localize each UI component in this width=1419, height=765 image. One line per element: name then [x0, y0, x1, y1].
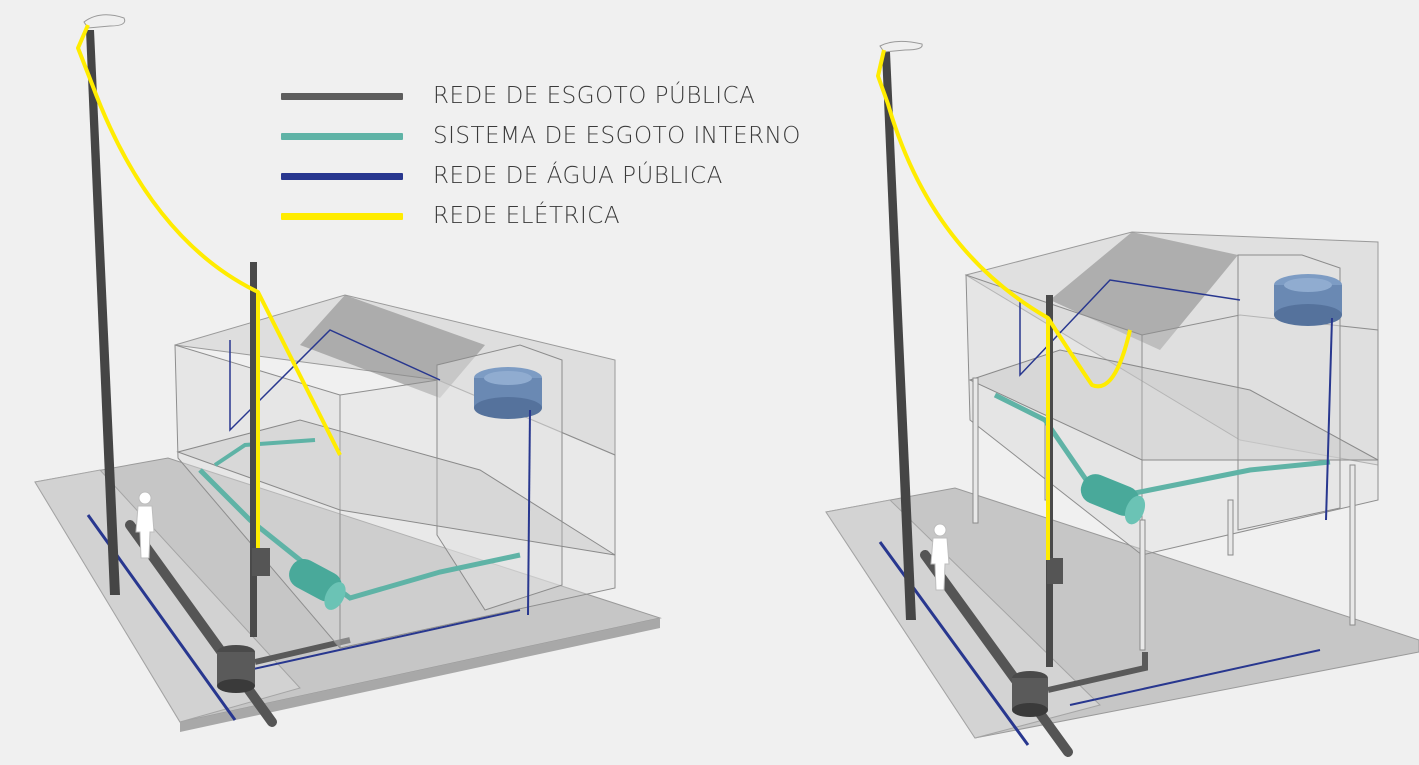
left-small-pole — [250, 262, 257, 637]
left-meter-box — [252, 548, 270, 576]
left-floor-slab — [176, 419, 616, 556]
legend-item-public-sewer: REDE DE ESGOTO PÚBLICA — [281, 76, 861, 116]
right-pedestrian — [930, 523, 950, 591]
left-sewer-connection — [254, 637, 351, 665]
right-water-tank — [1274, 274, 1342, 326]
legend: REDE DE ESGOTO PÚBLICA SISTEMA DE ESGOTO… — [281, 76, 861, 236]
left-ground-slab-edge — [180, 618, 660, 732]
right-street-lamp — [879, 40, 923, 53]
right-tank-downpipe — [1325, 317, 1333, 521]
legend-label-public-sewer: REDE DE ESGOTO PÚBLICA — [433, 83, 756, 109]
left-internal-water — [229, 329, 441, 432]
right-internal-water — [1019, 279, 1241, 377]
left-street-light-pole — [86, 30, 120, 595]
left-street-lamp — [83, 14, 126, 29]
left-scene — [34, 14, 662, 732]
left-water-tank — [474, 367, 542, 419]
sewer-internal-line-swatch — [281, 132, 403, 140]
left-water-branch — [239, 609, 521, 673]
legend-item-internal-sewer: SISTEMA DE ESGOTO INTERNO — [281, 116, 861, 156]
legend-label-public-water: REDE DE ÁGUA PÚBLICA — [433, 163, 723, 189]
right-septic-tank — [1080, 474, 1146, 525]
right-floor-slab — [968, 349, 1379, 461]
water-public-line-swatch — [281, 172, 403, 180]
legend-label-electric: REDE ELÉTRICA — [433, 203, 621, 229]
legend-label-internal-sewer: SISTEMA DE ESGOTO INTERNO — [433, 123, 801, 149]
right-scene — [825, 40, 1419, 757]
left-septic-tank — [289, 559, 346, 610]
legend-item-public-water: REDE DE ÁGUA PÚBLICA — [281, 156, 861, 196]
right-water-branch — [1069, 649, 1321, 706]
legend-item-electric: REDE ELÉTRICA — [281, 196, 861, 236]
right-street-light-pole — [882, 52, 916, 620]
electric-line-swatch — [281, 212, 403, 220]
right-house-front-wall — [1141, 314, 1379, 556]
right-meter-box — [1047, 558, 1063, 584]
sewer-public-line-swatch — [281, 92, 403, 100]
left-pedestrian — [135, 491, 155, 559]
left-electric-cable — [76, 24, 342, 548]
right-electric-cable — [876, 49, 1132, 560]
right-sewer-connection — [1047, 652, 1148, 693]
right-public-sewer-line — [920, 550, 1073, 757]
left-tank-downpipe — [527, 409, 531, 616]
right-house-roof-shadow — [1050, 232, 1238, 350]
left-internal-sewer-2 — [213, 438, 316, 467]
